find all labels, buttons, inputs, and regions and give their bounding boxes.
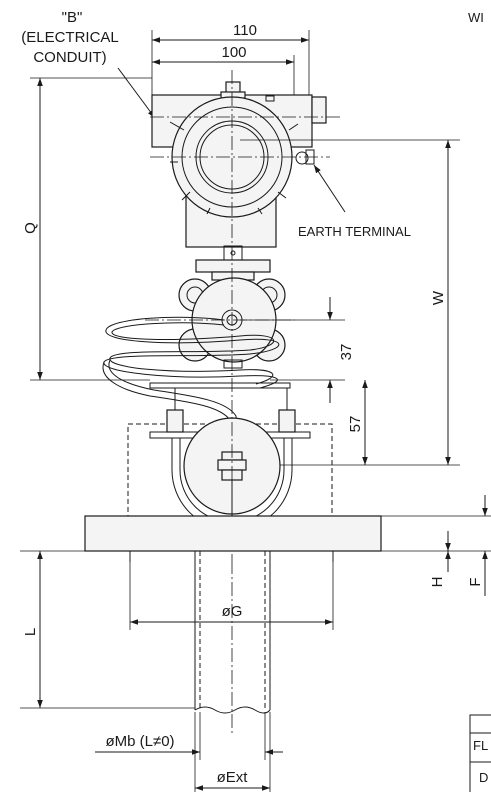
dimension-100: 100 [152, 44, 295, 95]
dimension-h: H [429, 531, 451, 588]
earth-terminal-label: EARTH TERMINAL [298, 224, 411, 239]
conduit-text-line1: (ELECTRICAL [21, 29, 119, 46]
dimension-g: øG [129, 562, 334, 630]
dimension-w: W [240, 139, 460, 466]
capillary-coil [102, 316, 280, 451]
conduit-label: "B" (ELECTRICAL CONDUIT) [21, 9, 156, 119]
dimension-57-label: 57 [347, 416, 364, 433]
table-cell-d: D [479, 770, 488, 785]
dimension-f: F [467, 495, 488, 596]
earth-terminal-callout: EARTH TERMINAL [298, 164, 411, 239]
dimension-q: Q [22, 77, 152, 381]
mounting-bracket [127, 382, 333, 531]
dimension-110-label: 110 [233, 22, 257, 39]
table-cell-fl: FL [473, 738, 488, 753]
earth-terminal-leader [313, 164, 346, 213]
dimension-h-label: H [429, 577, 446, 588]
dimension-110: 110 [151, 22, 310, 95]
dimension-ext: øExt [194, 712, 271, 792]
conduit-leader-line [117, 67, 156, 119]
dimension-q-label: Q [22, 222, 39, 234]
dimension-l: L [20, 551, 195, 709]
dimension-g-label: øG [222, 603, 243, 620]
cut-off-text: WI [468, 10, 484, 25]
process-flange [20, 515, 491, 552]
dimension-100-label: 100 [221, 44, 246, 61]
dimension-ext-label: øExt [217, 769, 249, 786]
dimension-w-label: W [430, 290, 447, 305]
dimension-f-label: F [467, 577, 484, 586]
extension-tube [129, 551, 334, 735]
dimension-mb-label: øMb (L≠0) [105, 733, 174, 750]
dimension-37-label: 37 [338, 344, 355, 361]
partial-table: FL D [469, 714, 491, 792]
conduit-text-line2: CONDUIT) [33, 49, 106, 66]
transmitter-housing [151, 81, 327, 281]
center-lines [145, 70, 340, 560]
dimension-mb: øMb (L≠0) [95, 712, 283, 760]
dimension-l-label: L [22, 628, 39, 636]
conduit-b-label: "B" [62, 9, 83, 26]
